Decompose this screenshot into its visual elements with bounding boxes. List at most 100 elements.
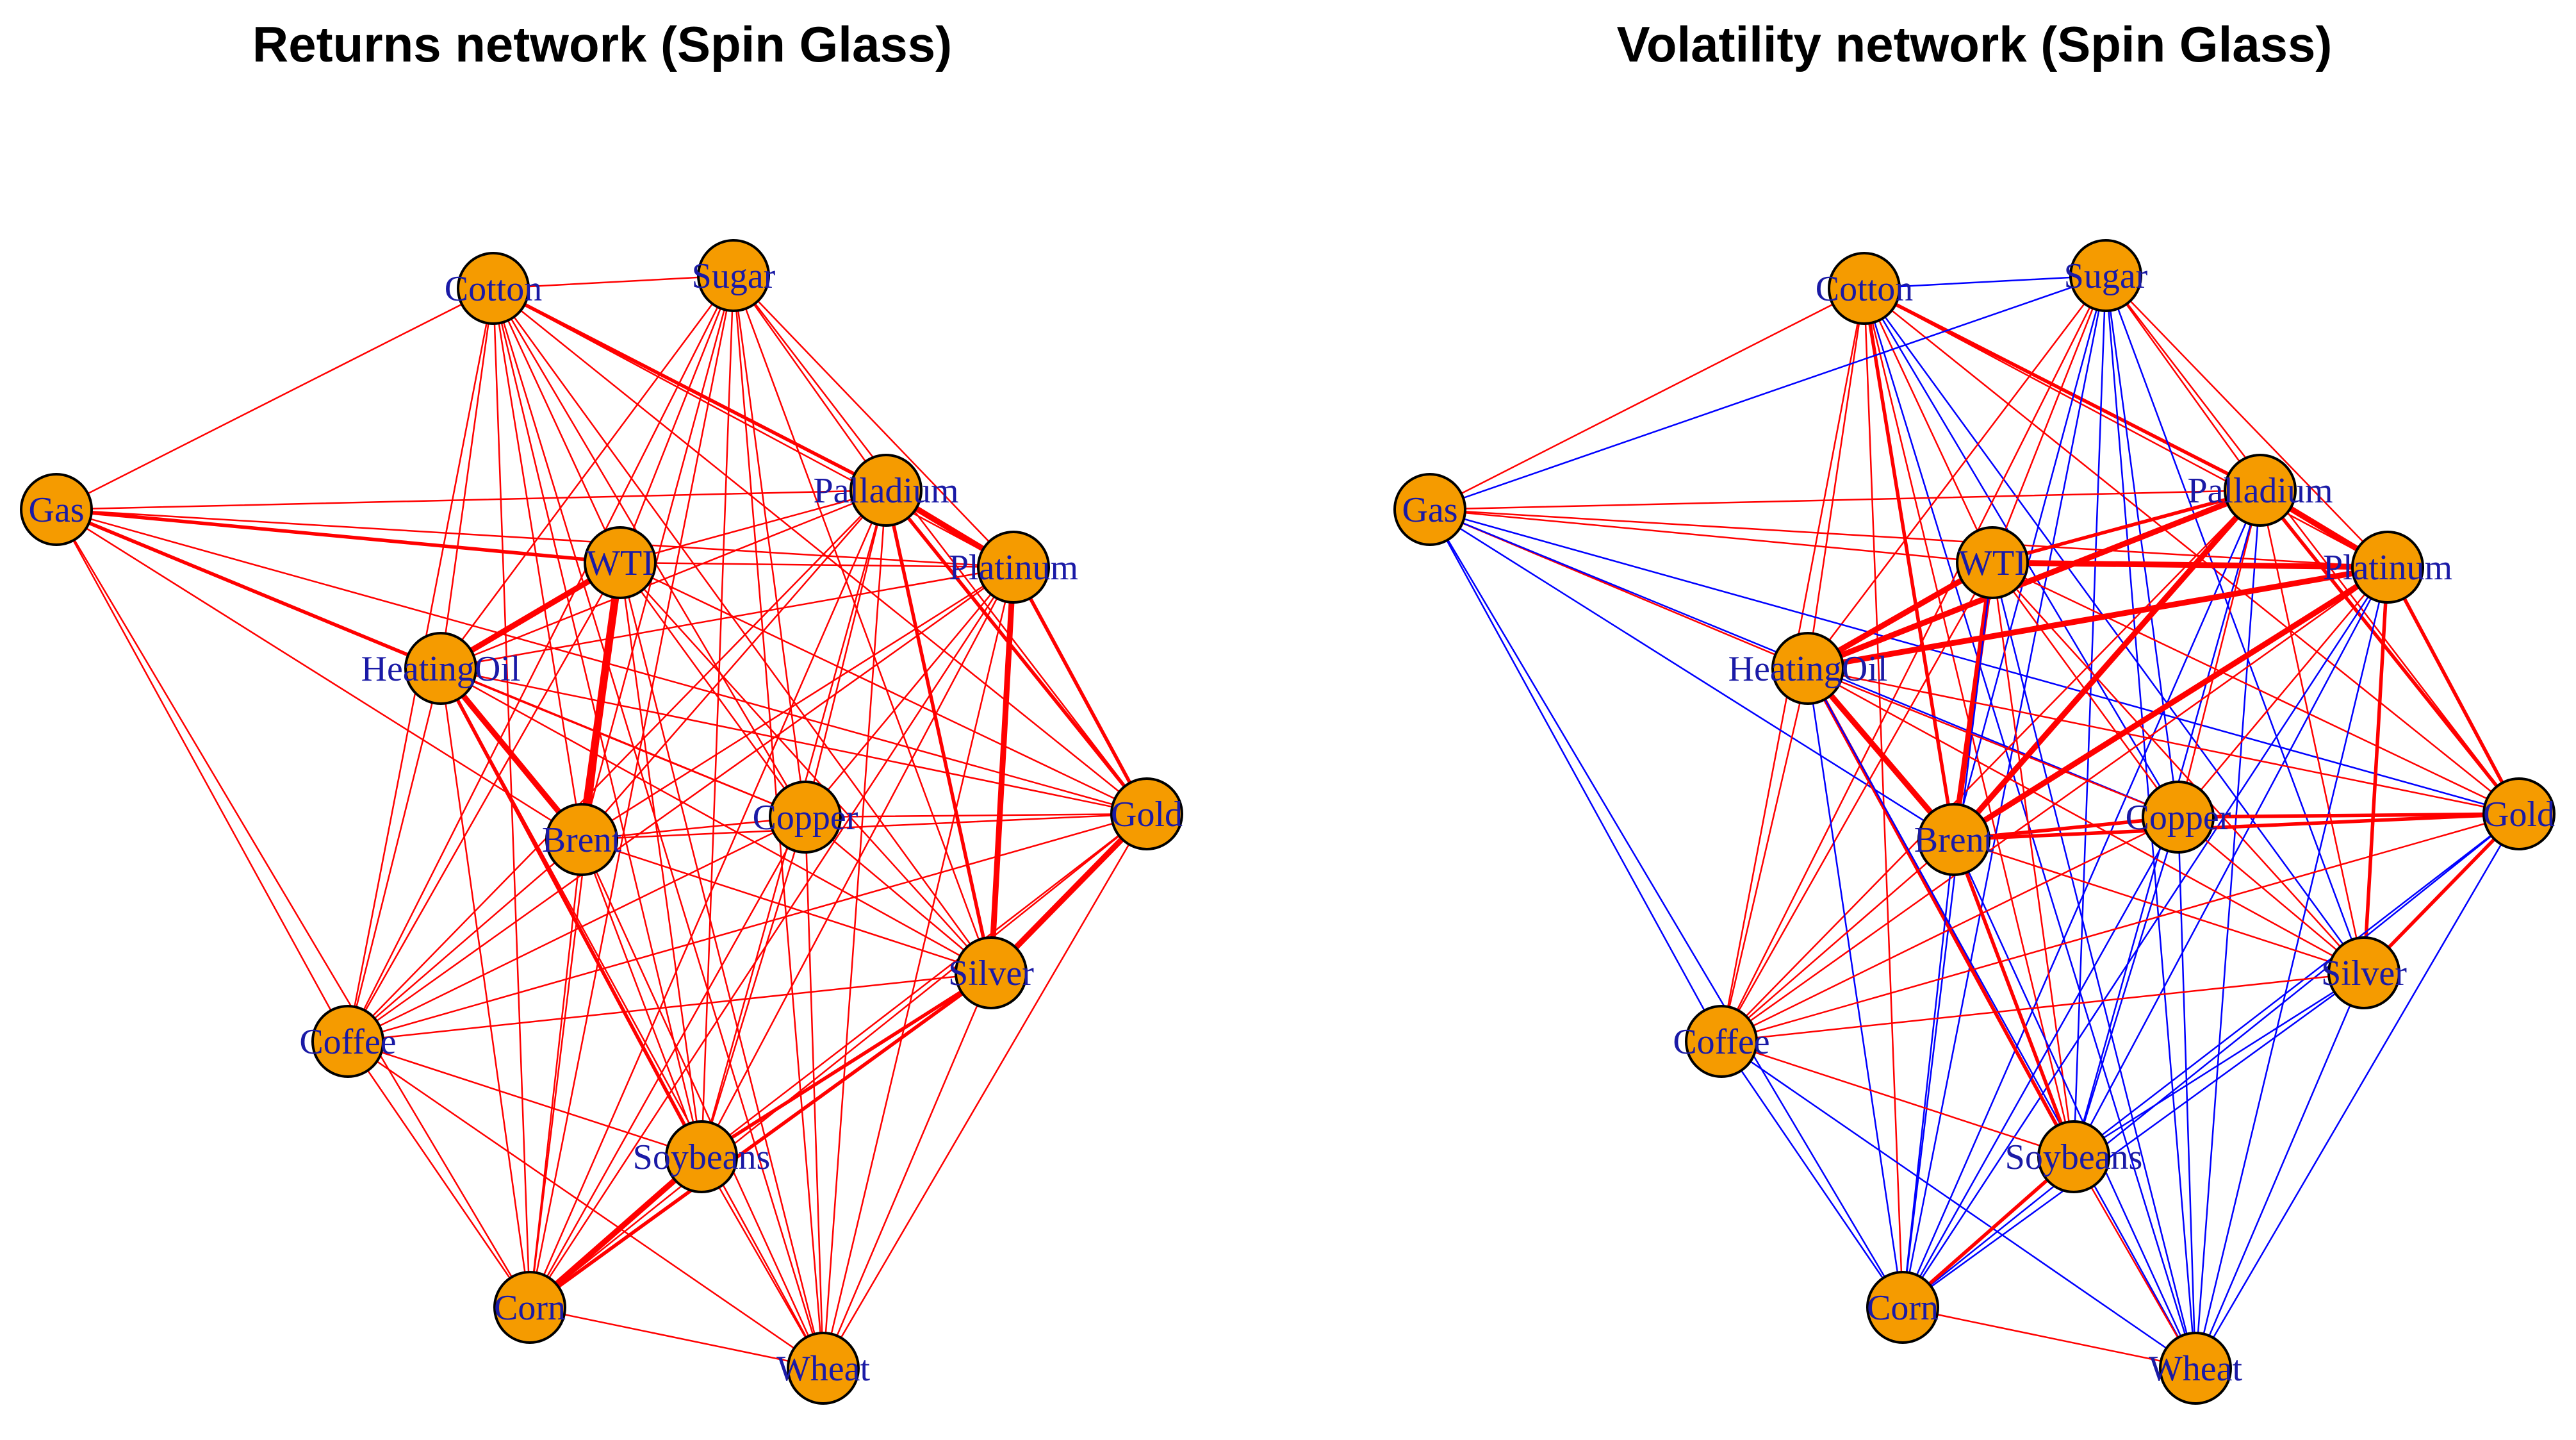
returns-edge-cotton-sugar [492,274,735,290]
returns-network-panel: Returns network (Spin Glass) Cotton Sugar… [20,16,1183,1405]
volatility-edge-sugar-wti [1991,274,2107,564]
volatility-node-circle [2482,777,2555,850]
volatility-edge-wti-soybeans [1991,561,2075,1158]
volatility-edge-soybeans-wheat [2072,1155,2197,1370]
volatility-node-label: Platinum [2323,548,2452,588]
returns-node-silver: Silver [948,936,1034,1009]
volatility-edge-wti-platinum [1989,559,2391,570]
volatility-node-circle [2351,531,2424,604]
volatility-node-label: Palladium [2187,471,2333,511]
returns-edge-gold-soybeans [700,813,1148,1158]
volatility-edge-palladium-heatingoil [1805,487,2263,672]
returns-network-title: Returns network (Spin Glass) [252,16,952,72]
volatility-edge-brent-wheat [1953,838,2197,1370]
volatility-edge-cotton-gold [1863,287,2520,815]
returns-edge-palladium-wheat [822,489,887,1370]
returns-edge-platinum-brent [580,566,1015,841]
volatility-node-sugar: Sugar [2064,239,2148,312]
volatility-edge-wti-corn [1901,561,1994,1309]
returns-edge-sugar-soybeans [700,274,735,1158]
volatility-edge-brent-corn [1901,838,1955,1309]
volatility-node-circle [2069,239,2142,312]
volatility-node-gold: Gold [2482,777,2555,850]
volatility-edge-copper-gold [2176,812,2521,819]
returns-edge-gas-wti [54,508,622,565]
returns-node-circle [1110,777,1183,850]
returns-edge-palladium-brent [580,489,887,841]
volatility-edge-cotton-sugar [1863,274,2107,290]
volatility-edge-gas-palladium [1429,489,2261,511]
returns-edge-heatingoil-gold [439,667,1148,815]
volatility-node-label: Gas [1402,490,1457,530]
volatility-edge-brent-gold [1952,812,2521,841]
returns-node-circle [955,936,1028,1009]
returns-edge-silver-wheat [822,972,992,1370]
volatility-edge-gold-corn [1901,813,2520,1309]
volatility-node-circle [2327,936,2400,1009]
volatility-node-circle [2159,1332,2232,1405]
returns-edge-cotton-gold [492,287,1148,815]
volatility-edge-gas-platinum [1429,508,2389,568]
volatility-edge-brent-coffee [1720,838,1955,1043]
returns-edge-brent-soybeans [580,838,703,1158]
volatility-edge-palladium-gold [2258,488,2521,816]
returns-edge-heatingoil-brent [438,665,585,843]
returns-edge-brent-wheat [580,838,824,1370]
returns-edge-sugar-copper [732,274,807,818]
returns-edge-cotton-wti [492,287,621,564]
returns-edge-heatingoil-wheat [439,667,824,1370]
volatility-edge-gas-wti [1429,508,1994,564]
volatility-node-label: Soybeans [2005,1138,2143,1177]
returns-node-circle [20,473,93,546]
returns-edge-platinum-gold [1012,565,1149,816]
returns-edge-sugar-corn [529,274,735,1309]
volatility-edge-platinum-brent [1951,564,2391,843]
returns-edge-brent-coffee [347,838,583,1043]
returns-edge-wti-copper [619,561,807,818]
volatility-node-heatingoil: HeatingOil [1728,632,1887,705]
volatility-node-circle [1393,473,1466,546]
returns-edge-cotton-wheat [492,287,824,1370]
volatility-node-circle [2142,781,2215,854]
volatility-node-circle [1771,632,1844,705]
returns-edge-corn-wheat [529,1306,824,1370]
returns-edge-wti-corn [529,561,621,1309]
volatility-edge-cotton-gas [1429,287,1866,511]
returns-node-label: Cotton [445,269,542,309]
returns-node-gold: Gold [1110,777,1183,850]
volatility-node-label: Gold [2483,795,2555,834]
returns-edge-palladium-copper [804,489,887,818]
volatility-edge-palladium-wti [1990,488,2262,565]
volatility-edge-gold-coffee [1720,813,2520,1043]
volatility-edge-wti-copper [1991,561,2179,818]
returns-edge-heatingoil-copper [439,667,807,818]
volatility-edge-silver-corn [1901,972,2365,1309]
returns-node-circle [787,1332,860,1405]
volatility-edge-gold-silver [2362,812,2521,975]
returns-edge-sugar-palladium [732,274,887,492]
returns-edge-sugar-wti [619,274,735,564]
volatility-edge-palladium-corn [1901,489,2261,1309]
returns-edge-palladium-wti [619,489,887,564]
volatility-node-gas: Gas [1393,473,1466,546]
returns-node-label: Coffee [299,1022,396,1062]
returns-edge-soybeans-corn [527,1154,705,1311]
returns-node-circle [977,531,1050,604]
returns-edge-copper-corn [529,816,807,1309]
volatility-edge-wti-gold [1991,561,2520,815]
returns-node-circle [311,1005,384,1078]
returns-node-circle [849,454,923,527]
returns-node-circle [769,781,842,854]
returns-edge-cotton-palladium [491,286,888,492]
volatility-edge-copper-corn [1901,816,2179,1309]
volatility-edge-sugar-soybeans [2072,274,2107,1158]
returns-node-sugar: Sugar [692,239,776,312]
volatility-edge-sugar-silver [2104,274,2365,974]
volatility-edge-sugar-gas [1429,274,2107,511]
volatility-edge-cotton-brent [1862,286,1956,841]
returns-node-corn: Corn [493,1271,566,1344]
volatility-edge-heatingoil-corn [1807,667,1904,1309]
volatility-edge-coffee-corn [1720,1040,1904,1309]
